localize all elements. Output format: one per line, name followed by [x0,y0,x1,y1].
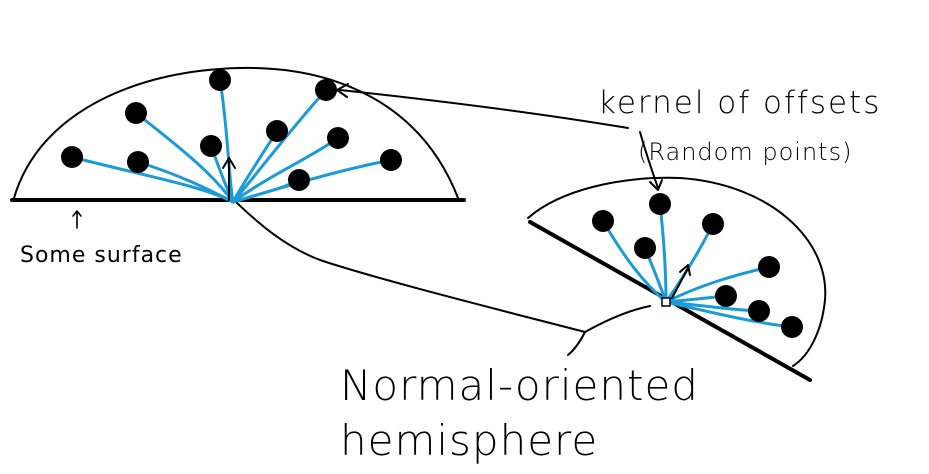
hemisphere-callout-stem [567,331,586,356]
sample-point [715,285,737,307]
sample-point [758,256,780,278]
sample-point [380,149,402,171]
sample-point [748,300,770,322]
sample-point [781,316,803,338]
kernel-label-line1: kernel of offsets [598,85,881,121]
sample-point [702,213,724,235]
sample-point [649,193,671,215]
surface-pointer-arrow [72,210,82,229]
right-normal-arrow [671,264,691,299]
sample-point [209,69,231,91]
hemisphere-callout-to-right [584,305,651,333]
callout-connectors [236,83,663,356]
left-sample-rays [70,78,393,204]
hemisphere-label-line2: hemisphere [340,416,598,465]
left-hemisphere-dome [13,66,459,199]
hemisphere-callout-to-left [236,202,586,333]
left-hemisphere [10,66,466,229]
sample-point [634,237,656,259]
right-hemisphere [527,176,827,382]
text-labels: kernel of offsets (Random points) Some s… [20,85,881,465]
sample-point [288,169,310,191]
sample-point [125,102,147,124]
left-sample-points [61,69,402,191]
hemisphere-label-line1: Normal-oriented [340,361,699,410]
sample-point [266,120,288,142]
sample-point [200,135,222,157]
kernel-callout-arrow-down [639,131,659,189]
kernel-callout-line [339,89,629,129]
sample-origin-marker [661,297,671,307]
left-normal-arrow [222,157,236,201]
sample-point [61,146,83,168]
kernel-label-line2: (Random points) [638,138,852,166]
right-sample-points [592,193,803,338]
sample-point [592,210,614,232]
surface-label: Some surface [20,243,183,268]
sample-point [315,79,337,101]
sample-point [127,151,149,173]
right-hemisphere-dome [527,176,827,367]
sample-point [327,127,349,149]
